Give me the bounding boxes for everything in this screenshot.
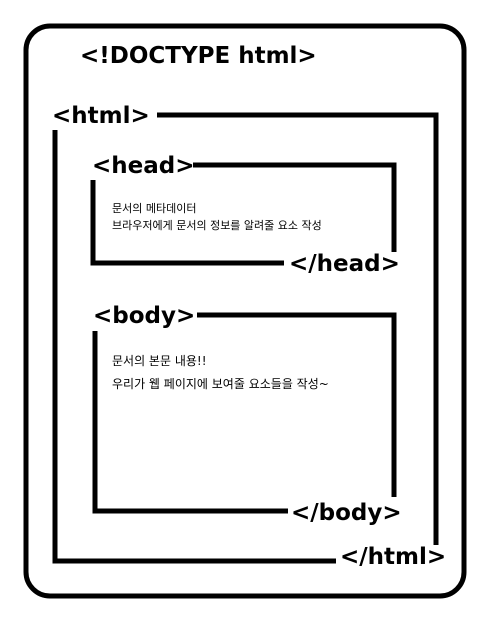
head-top-connector [193, 162, 397, 252]
outer-frame [23, 23, 467, 599]
head-open-tag: <head> [92, 153, 195, 179]
head-description-line-1: 문서의 메타데이터 [112, 202, 196, 215]
html-open-tag: <html> [52, 103, 150, 129]
head-description-line-2: 브라우저에게 문서의 정보를 알려줄 요소 작성 [112, 218, 322, 232]
body-description-line-2: 우리가 웹 페이지에 보여줄 요소들을 작성~ [112, 377, 329, 391]
head-bottom-connector [90, 180, 284, 266]
html-close-tag: </html> [340, 544, 446, 570]
body-close-tag: </body> [291, 500, 402, 526]
head-close-tag: </head> [289, 251, 400, 277]
html-bottom-connector [52, 130, 336, 564]
body-description-line-1: 문서의 본문 내용!! [112, 354, 207, 368]
body-top-connector [197, 312, 397, 497]
body-open-tag: <body> [93, 303, 195, 329]
doctype-label: <!DOCTYPE html> [80, 43, 317, 69]
html-top-connector [157, 112, 439, 545]
body-bottom-connector [92, 331, 288, 514]
